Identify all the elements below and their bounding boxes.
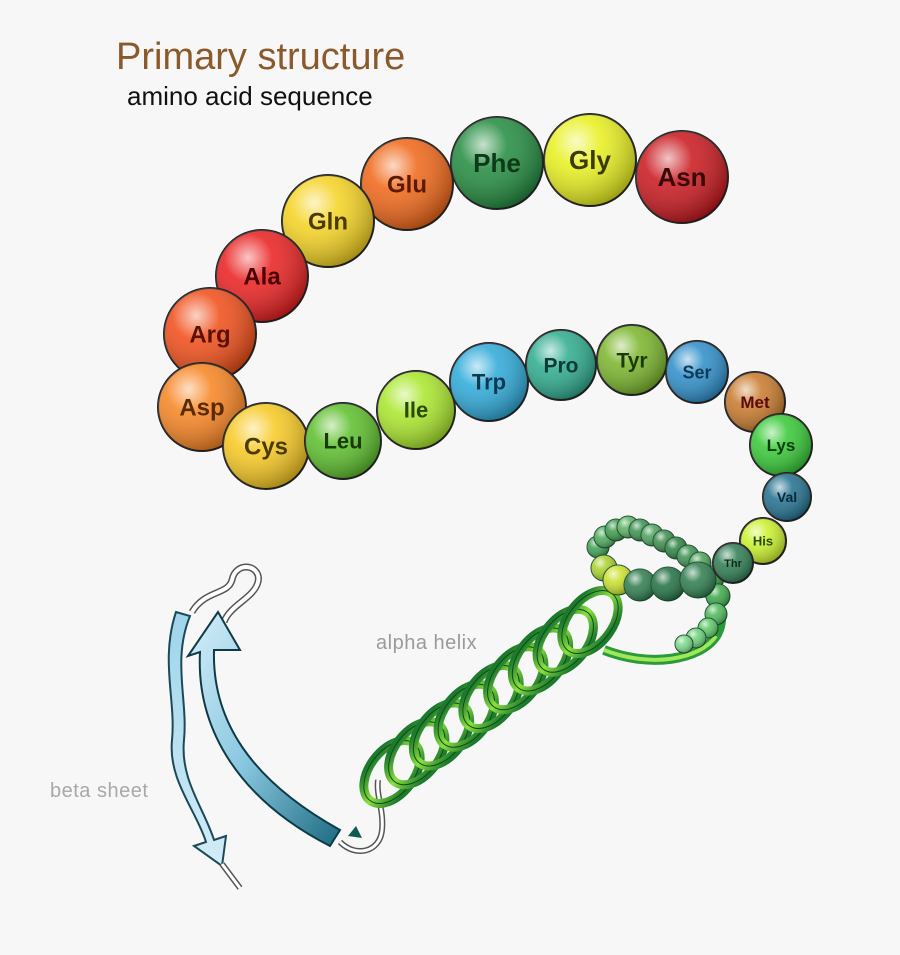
amino-acid-label: Lys — [767, 436, 796, 455]
amino-acid-label: Ile — [404, 398, 428, 423]
amino-acid-label: Val — [777, 489, 797, 505]
amino-acid-ile: Ile — [376, 370, 456, 450]
amino-acid-label: Cys — [244, 433, 288, 460]
amino-acid-label: Met — [740, 393, 770, 412]
alpha-helix-label: alpha helix — [376, 632, 478, 654]
amino-acid-label: Ser — [682, 362, 711, 382]
amino-acid-label: Pro — [543, 354, 578, 377]
amino-acid-label: Ala — [243, 263, 281, 290]
amino-acid-label: Trp — [472, 370, 506, 395]
beta-strand-right — [185, 610, 362, 848]
amino-acid-label: Tyr — [616, 349, 647, 372]
amino-acid-glu: Glu — [360, 137, 454, 231]
amino-acid-label: Thr — [724, 558, 742, 570]
amino-acid-phe: Phe — [450, 116, 544, 210]
amino-acid-tyr: Tyr — [596, 324, 668, 396]
amino-acid-gln: Gln — [281, 174, 375, 268]
amino-acid-cys: Cys — [222, 402, 310, 490]
amino-acid-trp: Trp — [449, 342, 529, 422]
amino-acid-label: Leu — [323, 429, 362, 454]
beta-strand-left — [167, 610, 243, 890]
amino-acid-asn: Asn — [635, 130, 729, 224]
bead-coil — [586, 515, 731, 654]
amino-acid-ser: Ser — [665, 340, 729, 404]
amino-acid-his: His — [739, 517, 787, 565]
amino-acid-gly: Gly — [543, 113, 637, 207]
amino-acid-label: His — [753, 534, 773, 549]
amino-acid-label: Asn — [657, 162, 706, 192]
amino-acid-label: Glu — [387, 171, 427, 198]
amino-acid-label: Gly — [569, 145, 611, 175]
amino-acid-label: Asp — [179, 394, 224, 421]
page-subtitle: amino acid sequence — [127, 81, 373, 111]
amino-acid-asp: Asp — [157, 362, 247, 452]
amino-acid-label: Gln — [308, 208, 348, 235]
amino-acid-pro: Pro — [525, 329, 597, 401]
amino-acid-lys: Lys — [749, 413, 813, 477]
amino-acid-label: Arg — [189, 321, 230, 348]
alpha-helix — [359, 586, 623, 808]
amino-acid-leu: Leu — [304, 402, 382, 480]
amino-acid-thr: Thr — [712, 542, 754, 584]
amino-acid-label: Phe — [473, 148, 521, 178]
page-title: Primary structure — [116, 36, 406, 78]
amino-acid-val: Val — [762, 472, 812, 522]
beta-sheet-label: beta sheet — [50, 780, 149, 802]
amino-acid-arg: Arg — [163, 287, 257, 381]
